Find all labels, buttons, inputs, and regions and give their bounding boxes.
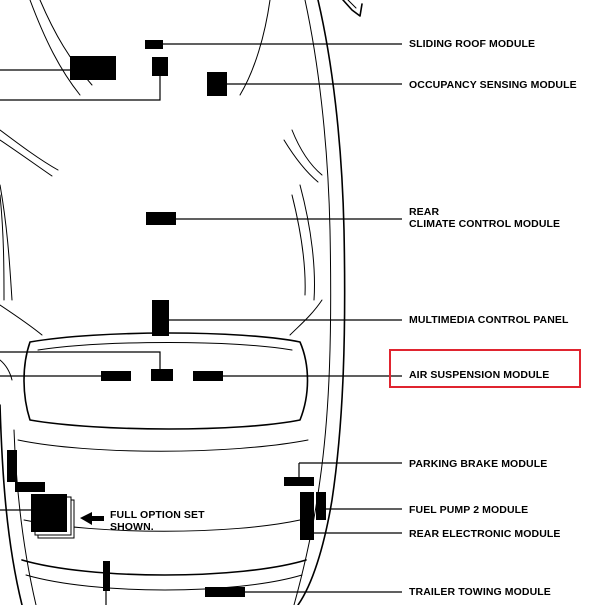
- sliding-roof-module-block: [145, 40, 163, 49]
- rear-electronic-module-block: [300, 492, 314, 540]
- left-suspension-block: [101, 371, 131, 381]
- trailer-towing-module-block: [205, 587, 245, 597]
- full-option-arrow-icon: [80, 512, 104, 525]
- label-full-option-line2: SHOWN.: [110, 521, 154, 533]
- label-rear-climate-line1: REAR: [409, 206, 439, 218]
- left-upper-module-block: [70, 56, 116, 80]
- full-option-set-stack: [31, 494, 75, 539]
- car-outline: [0, 0, 363, 605]
- label-air-suspension-module: AIR SUSPENSION MODULE: [409, 369, 549, 381]
- label-fuel-pump-2-module: FUEL PUMP 2 MODULE: [409, 504, 528, 516]
- label-rear-climate-line2: CLIMATE CONTROL MODULE: [409, 218, 560, 230]
- label-occupancy-sensing-module: OCCUPANCY SENSING MODULE: [409, 79, 577, 91]
- air-suspension-center-block: [151, 369, 173, 381]
- small-upper-module-block: [152, 57, 168, 76]
- left-rear-small-block: [15, 482, 45, 492]
- multimedia-control-panel-block: [152, 300, 169, 336]
- rear-climate-control-module-block: [146, 212, 176, 225]
- label-trailer-towing-module: TRAILER TOWING MODULE: [409, 586, 551, 598]
- fuel-pump-2-module-block: [316, 492, 326, 520]
- label-full-option-line1: FULL OPTION SET: [110, 509, 205, 521]
- label-parking-brake-module: PARKING BRAKE MODULE: [409, 458, 547, 470]
- label-sliding-roof-module: SLIDING ROOF MODULE: [409, 38, 535, 50]
- left-rear-upright-block: [7, 450, 17, 482]
- leader-lines: [0, 43, 402, 605]
- label-multimedia-control-panel: MULTIMEDIA CONTROL PANEL: [409, 314, 569, 326]
- label-rear-electronic-module: REAR ELECTRONIC MODULE: [409, 528, 561, 540]
- occupancy-sensing-module-block: [207, 72, 227, 96]
- parking-brake-module-block: [284, 477, 314, 486]
- module-labels: SLIDING ROOF MODULE OCCUPANCY SENSING MO…: [110, 38, 577, 598]
- module-blocks: [7, 40, 326, 597]
- air-suspension-highlight-box: [389, 349, 581, 388]
- rear-center-vertical-block: [103, 561, 110, 591]
- right-suspension-block: [193, 371, 223, 381]
